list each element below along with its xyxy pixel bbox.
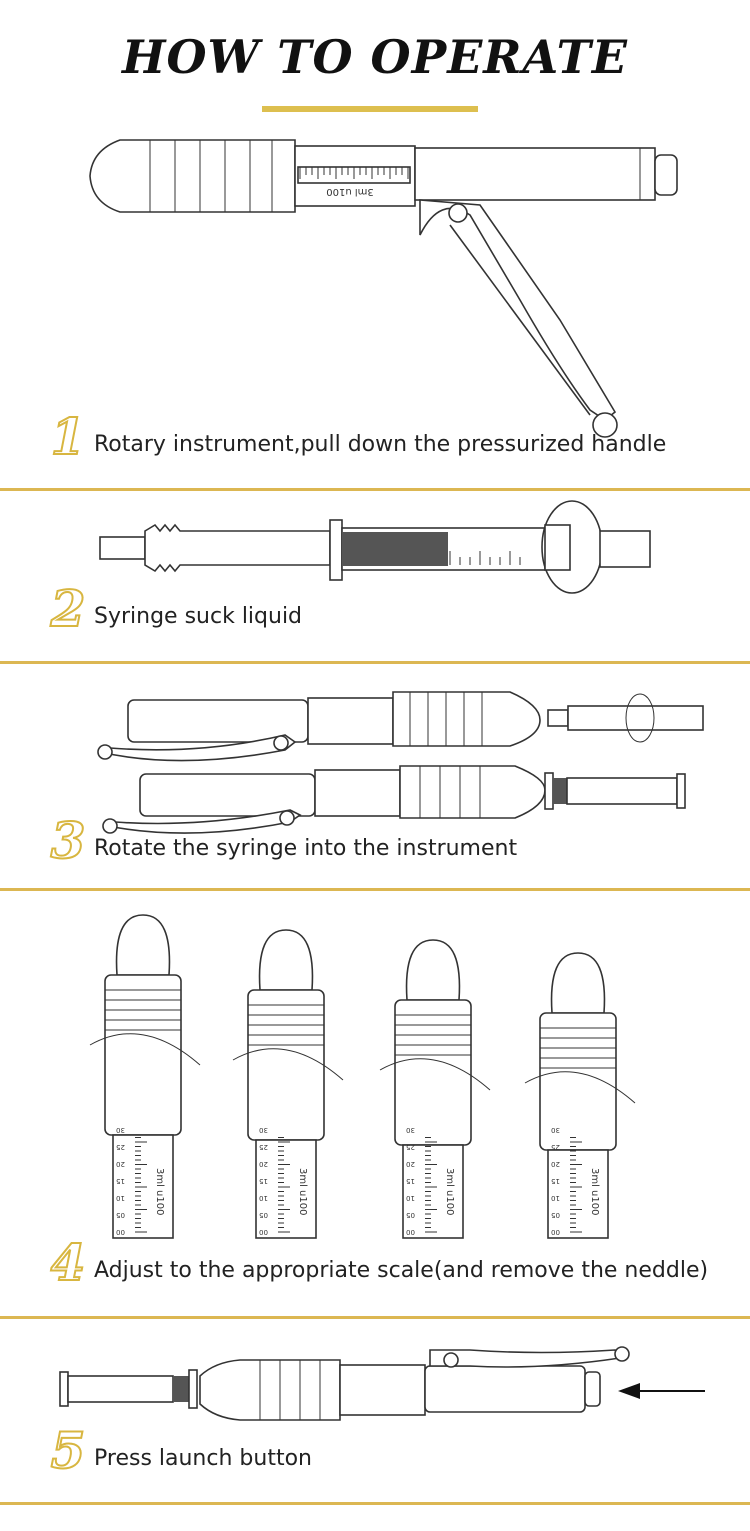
step-2: 2 Syringe suck liquid	[42, 579, 303, 638]
scale-tick-label: 00	[116, 1228, 125, 1236]
step-number: 5	[50, 1421, 87, 1480]
step-number: 1	[50, 407, 87, 466]
vertical-handle: 00 05 10 15 20 25 30 3ml u100	[232, 929, 344, 1239]
divider	[0, 1316, 750, 1319]
scale-tick-label: 30	[259, 1126, 268, 1134]
divider	[0, 1502, 750, 1505]
scale-tick-label: 20	[259, 1160, 268, 1168]
vertical-handle: 00 05 10 15 20 25 30 3ml u100	[524, 952, 636, 1239]
scale-tick-label: 20	[116, 1160, 125, 1168]
step-number: 3	[50, 811, 87, 870]
scale-tick-label: 15	[406, 1177, 415, 1185]
scale-tick-label: 00	[259, 1228, 268, 1236]
scale-tick-label: 15	[116, 1177, 125, 1185]
step-3: 3 Rotate the syringe into the instrument	[42, 811, 518, 870]
injector-gun-loaded	[102, 765, 686, 834]
step-number: 2	[50, 579, 87, 638]
scale-label: 3ml u100	[326, 186, 374, 197]
divider	[0, 488, 750, 491]
scale-tick-label: 05	[116, 1211, 125, 1219]
syringe	[99, 500, 651, 594]
scale-label: 3ml u100	[444, 1168, 455, 1216]
step-text: Rotate the syringe into the instrument	[94, 836, 518, 861]
step-4: 4 Adjust to the appropriate scale(and re…	[42, 1233, 709, 1292]
arrow-icon	[618, 1383, 705, 1399]
step-number: 4	[50, 1233, 87, 1292]
injector-gun: 3ml u100	[89, 139, 678, 438]
injector-gun-ready	[59, 1346, 630, 1421]
step-text: Rotary instrument,pull down the pressuri…	[94, 432, 667, 457]
scale-tick-label: 05	[551, 1211, 560, 1219]
scale-label: 3ml u100	[589, 1168, 600, 1216]
scale-tick-label: 25	[551, 1143, 560, 1151]
scale-tick-label: 30	[551, 1126, 560, 1134]
step-text: Press launch button	[94, 1446, 312, 1471]
divider	[0, 661, 750, 664]
scale-tick-label: 00	[406, 1228, 415, 1236]
scale-tick-label: 05	[406, 1211, 415, 1219]
scale-tick-label: 10	[116, 1194, 125, 1202]
vertical-handle: 00 05 10 15 20 25 30 3ml u100	[89, 914, 201, 1239]
scale-tick-label: 10	[259, 1194, 268, 1202]
scale-tick-label: 15	[551, 1177, 560, 1185]
scale-tick-label: 00	[551, 1228, 560, 1236]
divider	[0, 888, 750, 891]
step-text: Syringe suck liquid	[94, 604, 303, 629]
scale-tick-label: 20	[406, 1160, 415, 1168]
scale-tick-label: 25	[116, 1143, 125, 1151]
step-5-illustration	[59, 1346, 705, 1421]
step-1: 1 Rotary instrument,pull down the pressu…	[42, 407, 667, 466]
step-4-illustration: 00 05 10 15 20 25 30 3ml u100 00 05 10 15 20 25 30 3ml…	[89, 914, 636, 1239]
step-3-illustration	[97, 691, 704, 834]
scale-tick-label: 25	[406, 1143, 415, 1151]
scale-tick-label: 15	[259, 1177, 268, 1185]
scale-label: 3ml u100	[154, 1168, 165, 1216]
step-2-illustration	[99, 500, 651, 594]
step-text: Adjust to the appropriate scale(and remo…	[94, 1258, 709, 1283]
scale-tick-label: 10	[551, 1194, 560, 1202]
scale-tick-label: 30	[406, 1126, 415, 1134]
scale-tick-label: 20	[551, 1160, 560, 1168]
scale-tick-label: 30	[116, 1126, 125, 1134]
scale-tick-label: 05	[259, 1211, 268, 1219]
page-title: HOW TO OPERATE	[122, 30, 628, 84]
step-1-illustration: 3ml u100	[89, 139, 678, 438]
scale-tick-label: 25	[259, 1143, 268, 1151]
step-5: 5 Press launch button	[42, 1421, 312, 1480]
scale-tick-label: 10	[406, 1194, 415, 1202]
injector-gun-open	[97, 691, 704, 762]
title-underline	[262, 106, 478, 112]
vertical-handle: 00 05 10 15 20 25 30 3ml u100	[379, 939, 491, 1239]
scale-label: 3ml u100	[297, 1168, 308, 1216]
